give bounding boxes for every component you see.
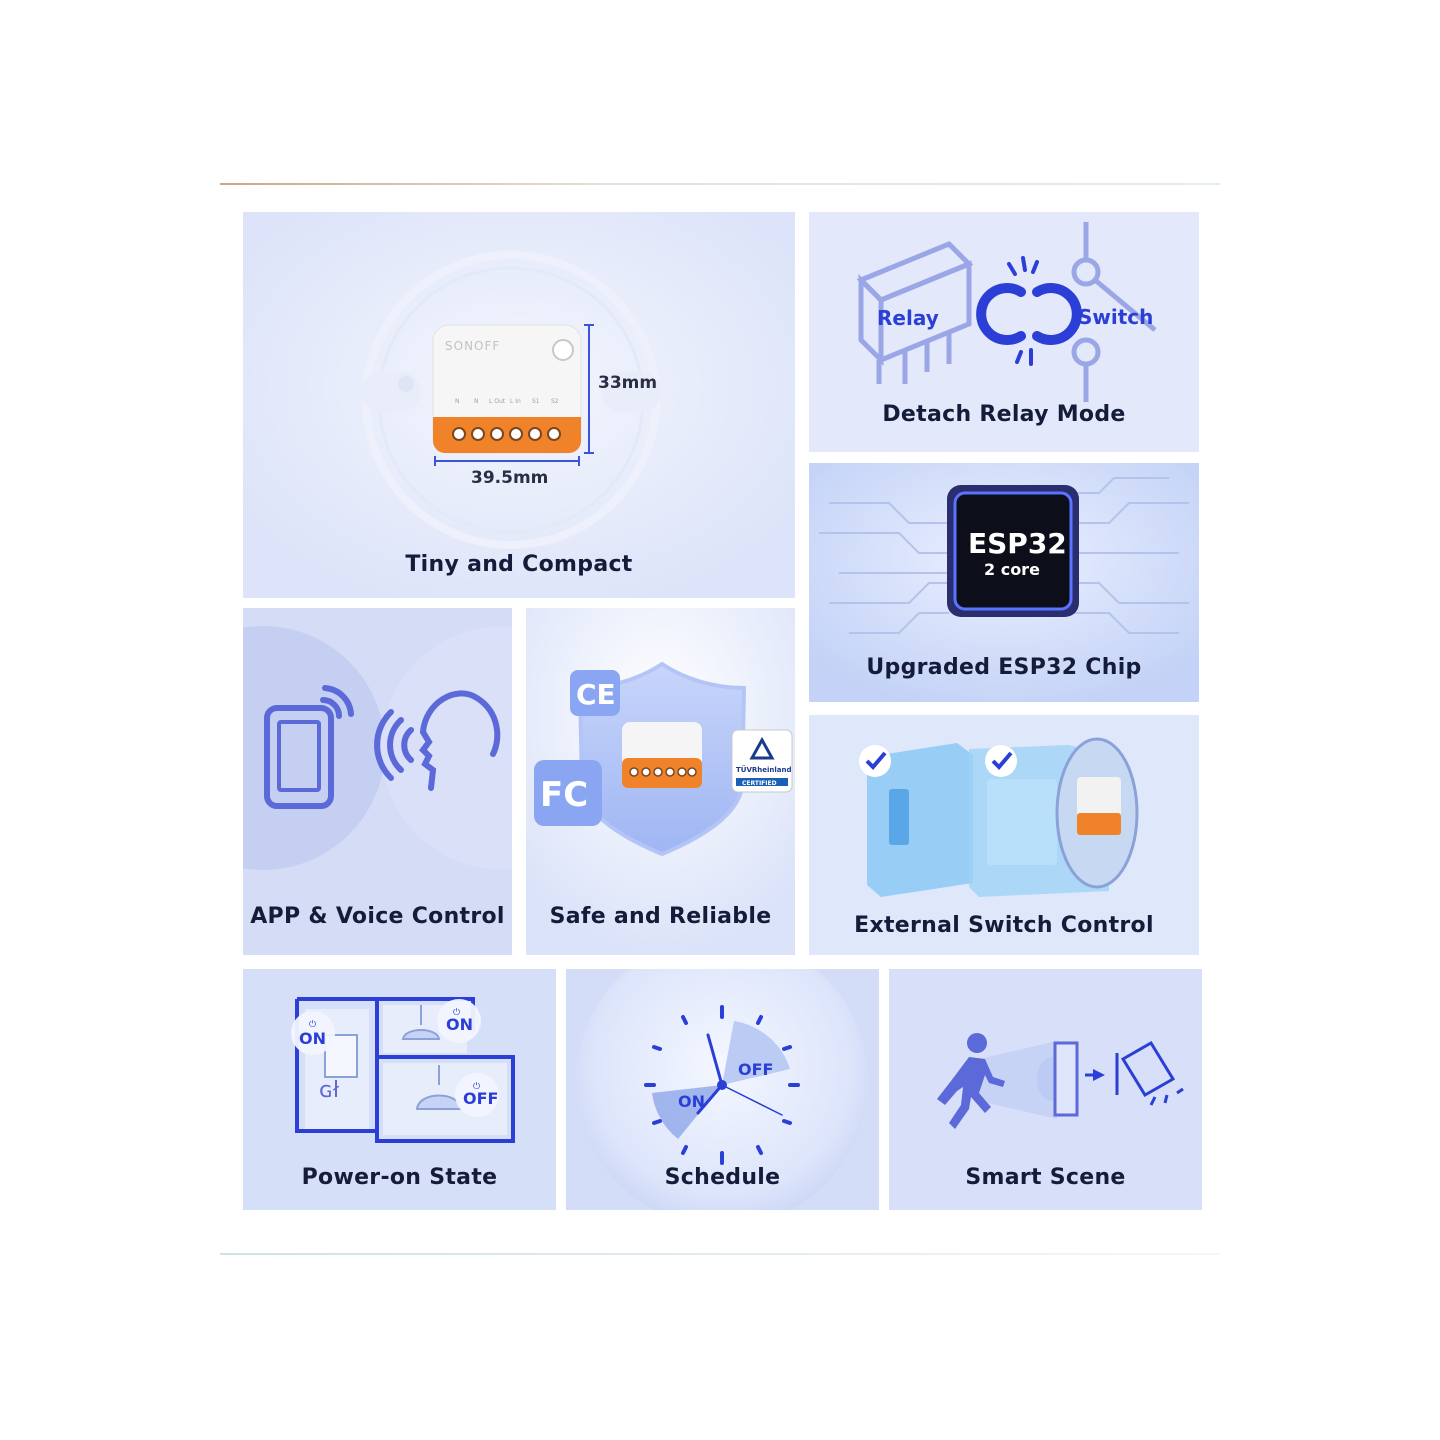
ce-label: CE: [576, 678, 616, 711]
rocker-switch-icon: [889, 789, 909, 845]
tuv-certified: CERTIFIED: [742, 780, 777, 787]
certification-illustration: CE FC TÜVRheinland CERTIFIED: [526, 608, 795, 955]
tile-esp32: ESP32 2 core Upgraded ESP32 Chip: [809, 463, 1199, 702]
socket-icon: [324, 1034, 358, 1078]
arrow-right-icon: [1093, 1069, 1105, 1081]
tuv-badge: [731, 729, 793, 793]
walking-person-icon: [937, 1033, 1005, 1129]
door-sensor-icon: [1053, 1041, 1079, 1117]
voice-head-icon: [374, 690, 501, 791]
caption-schedule: Schedule: [664, 1165, 781, 1190]
spotlight-icon: [1115, 1040, 1184, 1106]
off-label: OFF: [463, 1089, 498, 1108]
switch-label: Switch: [1078, 305, 1153, 329]
top-divider: [220, 183, 1220, 185]
terminal-label: S1: [532, 398, 540, 405]
switch-icon: [1071, 222, 1157, 402]
ceiling-lamp-icon: [401, 1005, 441, 1040]
esp32-chip-illustration: ESP32 2 core: [809, 463, 1199, 702]
caption-safe-reliable: Safe and Reliable: [549, 904, 772, 929]
power-on-illustration: ɢł ⏻ ⏻ ⏻ ON ON OFF: [243, 969, 556, 1210]
clock-icon: [644, 1005, 800, 1165]
app-voice-illustration: [243, 608, 512, 955]
bottom-divider: [220, 1253, 1220, 1255]
device-illustration: N N L Out L In S1 S2 SONOFF 33mm 39.5mm: [243, 212, 795, 598]
chip-name: ESP32: [968, 527, 1067, 560]
caption-app-voice: APP & Voice Control: [250, 904, 505, 929]
schedule-off-label: OFF: [738, 1060, 773, 1079]
relay-label: Relay: [877, 306, 939, 330]
terminal-label: L In: [510, 398, 521, 405]
tile-external-switch: External Switch Control: [809, 715, 1199, 955]
smart-scene-illustration: [889, 969, 1202, 1210]
tile-power-on-state: ɢł ⏻ ⏻ ⏻ ON ON OFF Power-on State: [243, 969, 556, 1210]
relay-switch-illustration: Relay Switch: [809, 212, 1199, 452]
brand-logo: SONOFF: [445, 339, 500, 353]
relay-icon: [856, 241, 974, 384]
tuv-name: TÜVRheinland: [736, 765, 792, 774]
caption-external-switch: External Switch Control: [854, 913, 1154, 938]
fc-badge: [534, 760, 602, 826]
chip-cores: 2 core: [984, 560, 1040, 579]
fc-label: FC: [540, 775, 588, 815]
tile-safe-reliable: CE FC TÜVRheinland CERTIFIED Safe and Re…: [526, 608, 795, 955]
caption-power-on: Power-on State: [301, 1165, 498, 1190]
phone-icon: [264, 685, 354, 809]
terminal-label: N: [455, 398, 460, 405]
tile-app-voice: APP & Voice Control: [243, 608, 512, 955]
caption-smart-scene: Smart Scene: [965, 1165, 1126, 1190]
tile-detach-relay: Relay Switch Detach Relay Mode: [809, 212, 1199, 452]
check-icon: [859, 745, 891, 777]
terminal-label: L Out: [489, 398, 506, 405]
svg-text:ɢł: ɢł: [319, 1078, 340, 1103]
caption-tiny-compact: Tiny and Compact: [405, 552, 633, 577]
on-label-left: ON: [299, 1029, 326, 1048]
schedule-clock-illustration: ON OFF: [566, 969, 879, 1210]
power-icon: ⏻: [453, 1007, 460, 1018]
caption-esp32: Upgraded ESP32 Chip: [866, 655, 1142, 680]
broken-link-icon: [976, 283, 1082, 345]
terminal-label: S2: [551, 398, 559, 405]
tile-smart-scene: Smart Scene: [889, 969, 1202, 1210]
caption-detach-relay: Detach Relay Mode: [882, 402, 1126, 427]
tile-schedule: ON OFF Schedule: [566, 969, 879, 1210]
ce-badge: [570, 670, 620, 716]
check-icon: [985, 745, 1017, 777]
schedule-on-label: ON: [678, 1092, 705, 1111]
terminal-label: N: [474, 398, 479, 405]
power-icon: ⏻: [309, 1019, 316, 1030]
width-dimension: 39.5mm: [471, 468, 548, 488]
height-dimension: 33mm: [598, 373, 657, 393]
power-icon: ⏻: [473, 1081, 480, 1092]
tile-tiny-compact: N N L Out L In S1 S2 SONOFF 33mm 39.5mm …: [243, 212, 795, 598]
on-label-top: ON: [446, 1015, 473, 1034]
external-switch-illustration: [809, 715, 1199, 955]
